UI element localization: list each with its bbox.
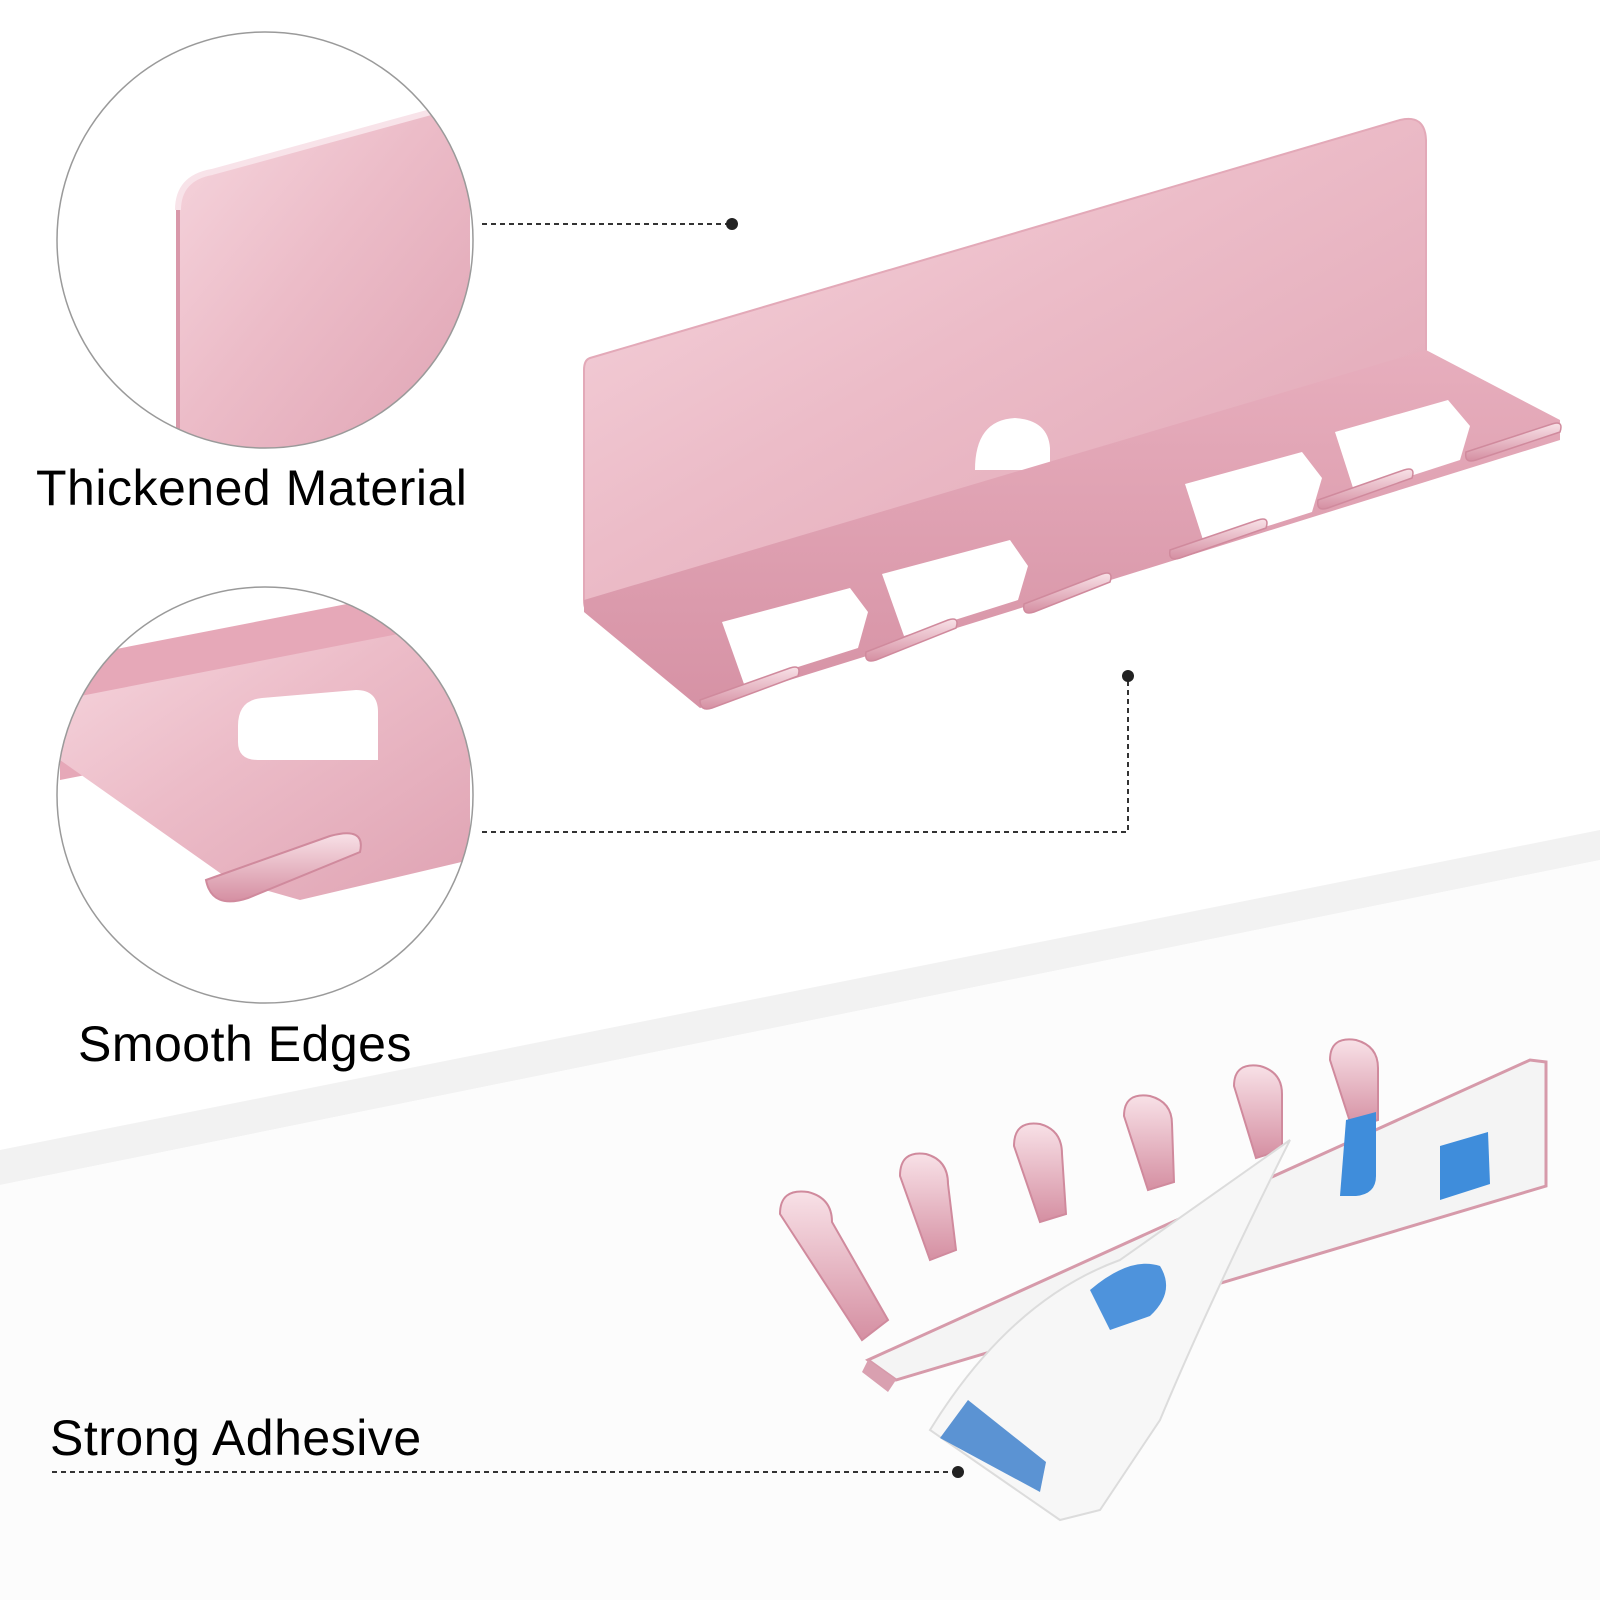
hook-rack-adhesive-view bbox=[778, 1038, 1548, 1522]
detail-circle-thickened bbox=[56, 31, 474, 449]
callout-smooth bbox=[482, 670, 1134, 833]
feature-label-thickened-material: Thickened Material bbox=[36, 460, 468, 516]
callout-dot bbox=[1122, 670, 1134, 682]
callout-adhesive bbox=[52, 1466, 964, 1478]
callout-thickened bbox=[482, 218, 738, 230]
callout-dot bbox=[952, 1466, 964, 1478]
feature-label-strong-adhesive: Strong Adhesive bbox=[50, 1410, 422, 1466]
hook-rack-main bbox=[583, 118, 1562, 710]
callout-dot bbox=[726, 218, 738, 230]
detail-circle-smooth bbox=[56, 586, 474, 1004]
feature-label-smooth-edges: Smooth Edges bbox=[78, 1016, 412, 1072]
background-shade bbox=[0, 830, 1600, 1185]
